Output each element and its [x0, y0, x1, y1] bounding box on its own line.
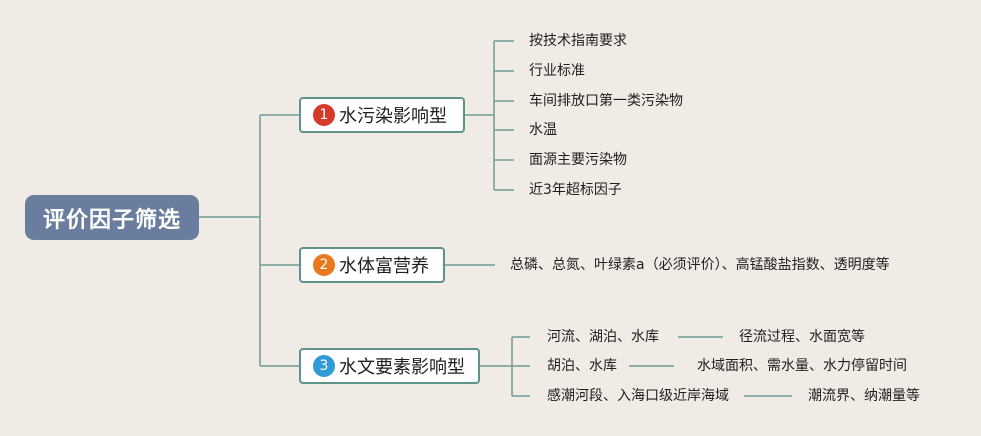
leaf-node[interactable]: 面源主要污染物 [529, 152, 627, 168]
leaf-node[interactable]: 车间排放口第一类污染物 [529, 93, 683, 109]
branch-label: 水体富营养 [339, 256, 429, 277]
leaf-node[interactable]: 河流、湖泊、水库 [547, 329, 659, 345]
leaf-node[interactable]: 水温 [529, 122, 557, 138]
root-label: 评价因子筛选 [42, 207, 181, 233]
number-badge: 3 [313, 355, 335, 377]
leaf-node[interactable]: 按技术指南要求 [529, 33, 627, 49]
leaf-node[interactable]: 胡泊、水库 [547, 358, 617, 374]
branch-node-water-pollution[interactable]: 1 水污染影响型 [299, 97, 465, 133]
leaf-detail-node[interactable]: 径流过程、水面宽等 [739, 329, 865, 345]
branch-node-eutrophication[interactable]: 2 水体富营养 [299, 247, 445, 283]
number-badge: 1 [313, 104, 335, 126]
branch-label: 水文要素影响型 [339, 357, 465, 378]
leaf-node[interactable]: 感潮河段、入海口级近岸海域 [547, 388, 729, 404]
leaf-detail-node[interactable]: 潮流界、纳潮量等 [808, 388, 920, 404]
leaf-node[interactable]: 近3年超标因子 [529, 182, 622, 198]
leaf-detail-node[interactable]: 水域面积、需水量、水力停留时间 [697, 358, 907, 374]
branch-label: 水污染影响型 [339, 106, 447, 127]
root-node[interactable]: 评价因子筛选 [25, 195, 199, 240]
branch-node-hydrology[interactable]: 3 水文要素影响型 [299, 348, 480, 384]
number-badge: 2 [313, 254, 335, 276]
leaf-node[interactable]: 行业标准 [529, 63, 585, 79]
leaf-node[interactable]: 总磷、总氮、叶绿素a（必须评价）、高锰酸盐指数、透明度等 [510, 257, 890, 273]
